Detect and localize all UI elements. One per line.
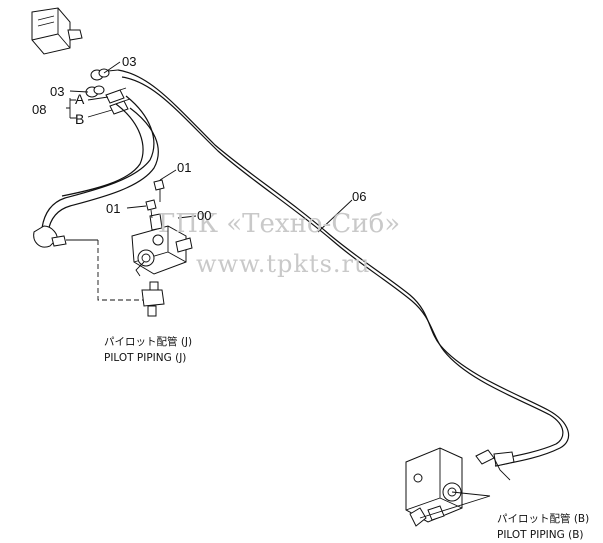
callout-03-left: 03 bbox=[50, 84, 64, 99]
pilot-hose-06 bbox=[117, 69, 570, 467]
caption-pilot-j-jp: パイロット配管 (J) bbox=[104, 335, 192, 348]
fitting-03-left bbox=[85, 85, 105, 98]
leader-dashed bbox=[97, 240, 146, 301]
caption-pilot-b-en: PILOT PIPING (B) bbox=[497, 529, 584, 541]
caption-pilot-b-jp: パイロット配管 (B) bbox=[497, 512, 589, 525]
leaders bbox=[66, 61, 491, 519]
watermark-line2: www.tpkts.ru bbox=[196, 250, 370, 278]
hose-label-b: B bbox=[75, 111, 84, 127]
elbow-fitting bbox=[33, 225, 98, 248]
callout-01-top: 01 bbox=[177, 160, 191, 175]
bolt-01-left bbox=[145, 199, 157, 219]
caption-pilot-j-en: PILOT PIPING (J) bbox=[104, 352, 186, 364]
callout-01-left: 01 bbox=[106, 201, 120, 216]
pilot-hose-ab bbox=[41, 95, 159, 233]
callout-00: 00 bbox=[197, 208, 211, 223]
tee-fitting-j bbox=[141, 281, 165, 317]
hose-label-a: A bbox=[75, 91, 85, 107]
fitting-03-top bbox=[90, 68, 119, 81]
callout-08: 08 bbox=[32, 102, 46, 117]
watermark-line1: ГПК «Техно-Сиб» bbox=[158, 209, 400, 239]
valve-00 bbox=[131, 213, 193, 277]
callout-03-top: 03 bbox=[122, 54, 136, 69]
bracket-block bbox=[31, 7, 83, 55]
hose-connectors-ab bbox=[105, 87, 131, 115]
callout-06: 06 bbox=[352, 189, 366, 204]
bolt-01-top bbox=[153, 179, 165, 202]
